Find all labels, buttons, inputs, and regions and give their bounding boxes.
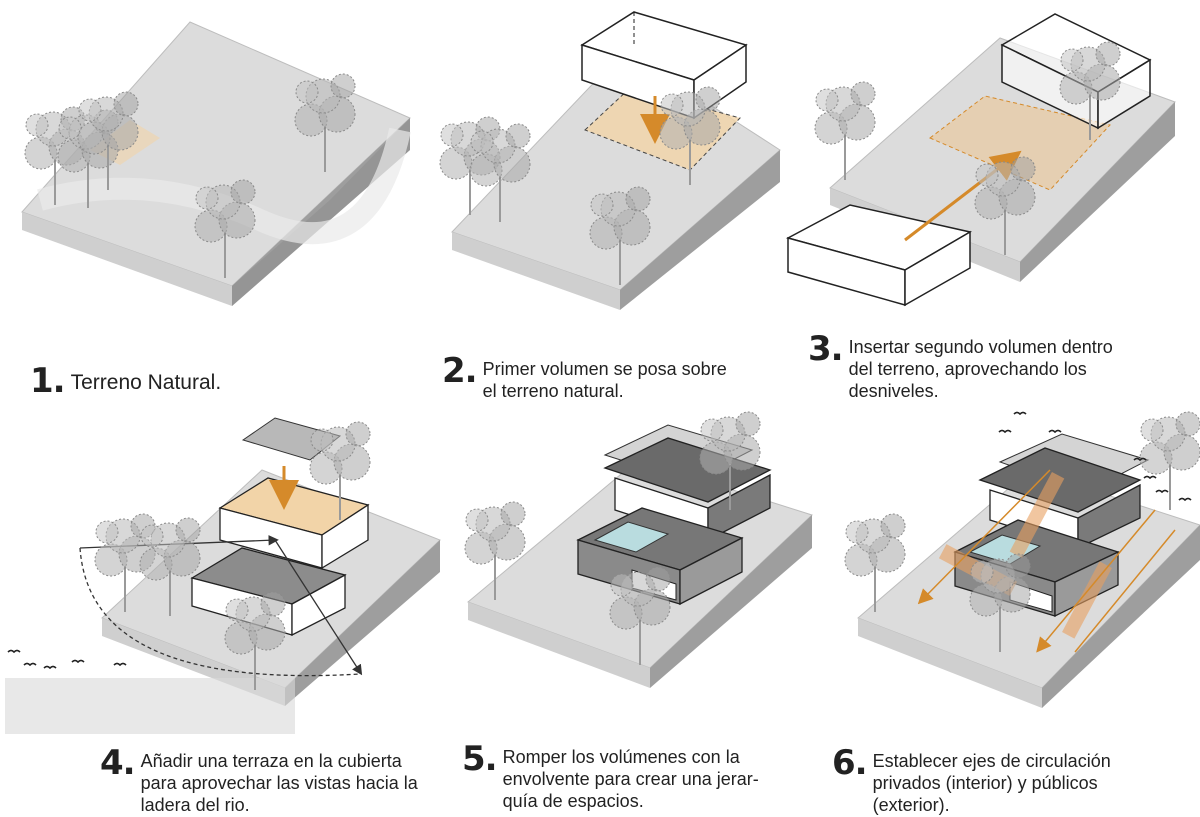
- riverbank-vegetation: [5, 678, 295, 734]
- step-text: Añadir una terraza en la cubierta para a…: [140, 751, 418, 815]
- bird-icon: [23, 662, 37, 666]
- bird-icon: [113, 662, 127, 666]
- step-text: Insertar segundo volumen dentro del terr…: [848, 337, 1113, 401]
- terrain-slope-shade: [232, 118, 410, 306]
- bird-icon: [1143, 475, 1157, 479]
- panel-1-terrain: [21, 21, 411, 306]
- step-number: 6.: [832, 743, 868, 783]
- step-number: 4.: [100, 743, 136, 783]
- terrain-side: [285, 540, 440, 706]
- terrain-front: [858, 618, 1042, 708]
- terrain-side: [1042, 525, 1200, 708]
- step-number: 1.: [30, 361, 66, 401]
- terrain-side: [650, 515, 812, 688]
- step-number: 2.: [442, 351, 478, 391]
- terrain-front: [22, 212, 232, 306]
- bird-icon: [7, 649, 21, 653]
- bird-icon: [1048, 429, 1062, 433]
- bird-icon: [43, 665, 57, 669]
- step-5-caption: 5. Romper los volúmenes con la envolvent…: [462, 739, 759, 812]
- step-3-caption: 3. Insertar segundo volumen dentro del t…: [808, 329, 1113, 402]
- step-number: 3.: [808, 329, 844, 369]
- terrain-side: [1020, 102, 1175, 282]
- panel-2-first-volume: [439, 11, 781, 310]
- step-text: Terreno Natural.: [70, 371, 222, 394]
- terrain-front: [468, 602, 650, 688]
- panel-6-circulation: [844, 411, 1200, 708]
- bird-icon: [71, 659, 85, 663]
- panel-3-second-volume: [785, 13, 1176, 307]
- step-number: 5.: [462, 739, 498, 779]
- panel-5-envelope: [464, 411, 813, 688]
- panel-4-roof-terrace: [5, 417, 441, 734]
- step-6-caption: 6. Establecer ejes de circulación privad…: [832, 743, 1111, 816]
- view-cone-line: [274, 539, 363, 676]
- step-text: Romper los volúmenes con la envolvente p…: [502, 747, 759, 811]
- step-4-caption: 4. Añadir una terraza en la cubierta par…: [100, 743, 418, 816]
- bird-icon: [998, 429, 1012, 433]
- step-text: Primer volumen se posa sobre el terreno …: [482, 359, 727, 401]
- bird-icon: [1178, 497, 1192, 501]
- inserted-volume: [785, 204, 973, 307]
- bird-icon: [1155, 489, 1169, 493]
- pool: [593, 521, 670, 553]
- step-1-caption: 1. Terreno Natural.: [30, 361, 222, 401]
- terrain-front: [452, 232, 620, 310]
- terrain-side: [620, 150, 780, 310]
- tree-icon: [1139, 411, 1200, 511]
- step-text: Establecer ejes de circulación privados …: [872, 751, 1111, 815]
- view-arc: [79, 547, 361, 677]
- step-2-caption: 2. Primer volumen se posa sobre el terre…: [442, 351, 727, 402]
- bird-icon: [1013, 411, 1027, 415]
